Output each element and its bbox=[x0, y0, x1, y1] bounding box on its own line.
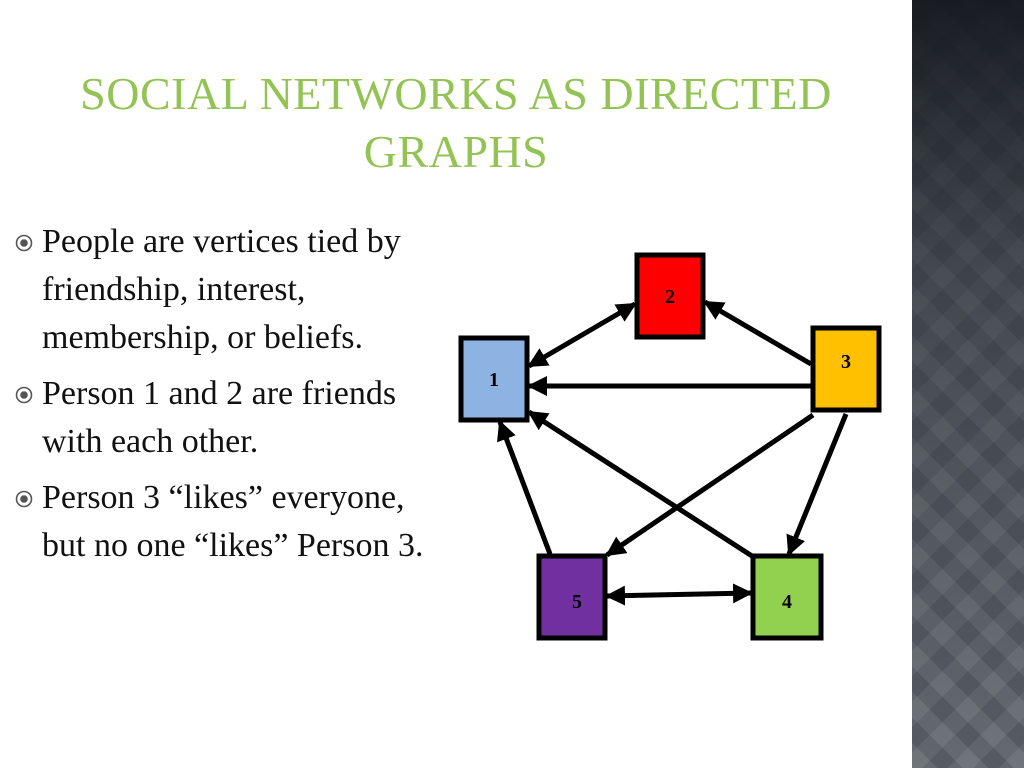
node-2-label: 2 bbox=[665, 286, 675, 308]
edge-3-to-4-arrow bbox=[786, 413, 849, 556]
node-5-label: 5 bbox=[572, 591, 582, 613]
edge-3-to-5-arrow bbox=[605, 412, 815, 558]
target-bullet-icon bbox=[15, 386, 33, 404]
edge-5-to-1-arrow bbox=[497, 420, 553, 555]
nodes-layer: 1 2 3 4 5 bbox=[458, 252, 882, 641]
edges-layer bbox=[497, 299, 849, 606]
bullet-item: Person 3 “likes” everyone, but no one “l… bbox=[14, 474, 444, 570]
node-5: 5 bbox=[536, 553, 608, 641]
node-4: 4 bbox=[750, 553, 824, 641]
node-1-label: 1 bbox=[489, 369, 499, 391]
node-3-box bbox=[810, 325, 882, 413]
target-bullet-icon bbox=[15, 490, 33, 508]
title-line-1: Social Networks as Directed bbox=[80, 67, 832, 119]
edge-1-to-2-arrow bbox=[527, 301, 637, 369]
edge-5-to-4-arrow bbox=[605, 583, 753, 606]
target-bullet-icon bbox=[15, 234, 33, 252]
node-5-box bbox=[536, 553, 608, 641]
bullet-text: People are vertices tied by friendship, … bbox=[42, 223, 401, 356]
node-1: 1 bbox=[458, 335, 530, 423]
slide-title: Social Networks as Directed Graphs bbox=[0, 65, 912, 181]
bullet-text: Person 3 “likes” everyone, but no one “l… bbox=[42, 479, 424, 564]
edge-3-to-2-arrow bbox=[703, 299, 813, 367]
title-line-2: Graphs bbox=[363, 125, 549, 177]
bullet-list: People are vertices tied by friendship, … bbox=[14, 218, 444, 578]
directed-graph-diagram: 1 2 3 4 5 bbox=[458, 252, 882, 641]
node-1-box bbox=[458, 335, 530, 423]
bullet-item: Person 1 and 2 are friends with each oth… bbox=[14, 370, 444, 466]
node-2-box bbox=[634, 252, 706, 340]
bullet-text: Person 1 and 2 are friends with each oth… bbox=[42, 375, 397, 460]
node-3-label: 3 bbox=[841, 351, 851, 373]
node-4-box bbox=[750, 553, 824, 641]
node-2: 2 bbox=[634, 252, 706, 340]
edge-4-to-1-arrow bbox=[527, 409, 754, 559]
bullet-item: People are vertices tied by friendship, … bbox=[14, 218, 444, 362]
decorative-side-panel bbox=[912, 0, 1024, 768]
node-3: 3 bbox=[810, 325, 882, 413]
node-4-label: 4 bbox=[782, 591, 792, 613]
